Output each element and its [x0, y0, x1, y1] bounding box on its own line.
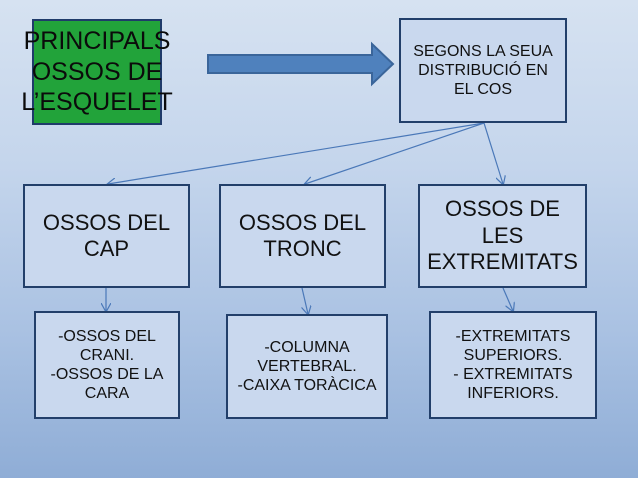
detail-text-trunk: -COLUMNA VERTEBRAL. -CAIXA TORÀCICA — [237, 338, 377, 395]
distribution-box: SEGONS LA SEUA DISTRIBUCIÓ EN EL COS — [399, 18, 567, 123]
group-label-limbs: OSSOS DE LES EXTREMITATS — [427, 196, 578, 275]
group-box-head: OSSOS DEL CAP — [23, 184, 190, 288]
connector-trunk-detail — [302, 287, 308, 314]
connector-limbs-detail — [502, 287, 513, 311]
group-label-head: OSSOS DEL CAP — [42, 209, 171, 261]
title-box: PRINCIPALS OSSOS DE L’ESQUELET — [21, 19, 173, 125]
detail-box-trunk: -COLUMNA VERTEBRAL. -CAIXA TORÀCICA — [226, 314, 388, 419]
detail-text-head: -OSSOS DEL CRANI. -OSSOS DE LA CARA — [50, 327, 164, 403]
title-text: PRINCIPALS OSSOS DE L’ESQUELET — [21, 27, 173, 117]
distribution-text: SEGONS LA SEUA DISTRIBUCIÓ EN EL COS — [413, 42, 553, 99]
detail-text-limbs: -EXTREMITATS SUPERIORS. - EXTREMITATS IN… — [453, 327, 573, 403]
group-box-limbs: OSSOS DE LES EXTREMITATS — [418, 184, 587, 288]
group-label-trunk: OSSOS DEL TRONC — [238, 209, 367, 261]
group-box-trunk: OSSOS DEL TRONC — [219, 184, 386, 288]
connector-to-head — [108, 122, 485, 184]
main-arrow — [207, 41, 395, 87]
connector-to-trunk — [305, 122, 485, 184]
detail-box-limbs: -EXTREMITATS SUPERIORS. - EXTREMITATS IN… — [429, 311, 597, 419]
detail-box-head: -OSSOS DEL CRANI. -OSSOS DE LA CARA — [34, 311, 180, 419]
connector-to-limbs — [483, 122, 503, 184]
